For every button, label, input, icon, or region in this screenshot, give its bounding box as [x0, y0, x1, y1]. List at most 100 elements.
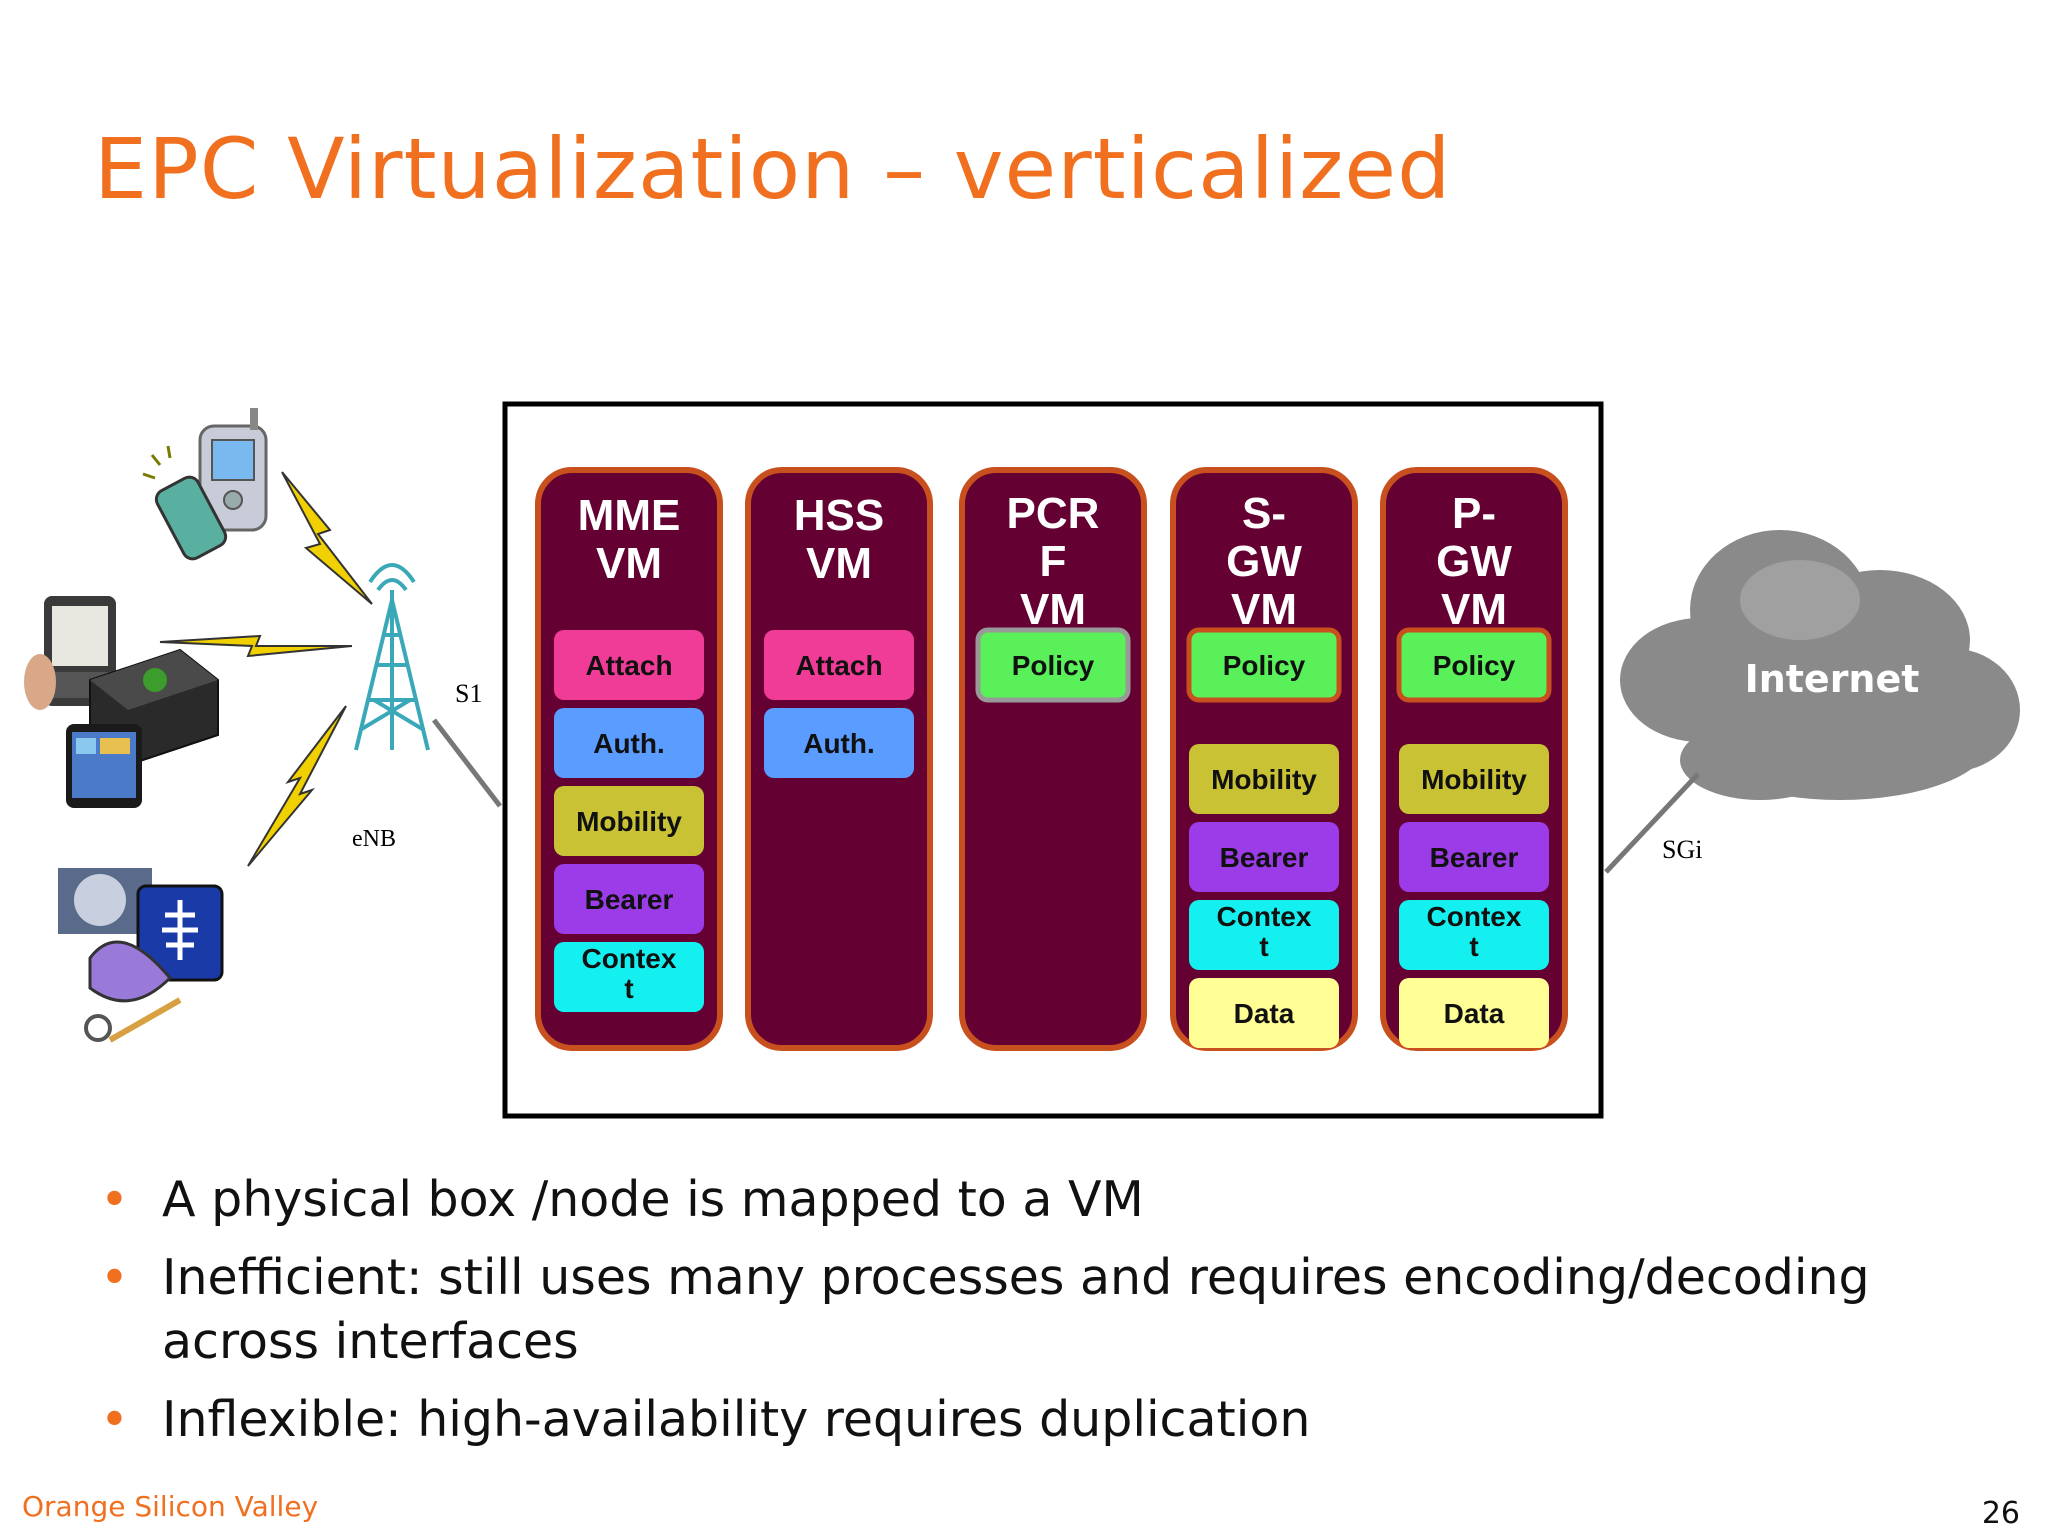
function-box: [554, 786, 704, 856]
function-label: Contex: [1217, 901, 1312, 932]
function-block: Policy: [1396, 627, 1552, 703]
function-label: Contex: [582, 943, 677, 974]
function-label: Policy: [1012, 650, 1095, 681]
function-block: Bearer: [1189, 822, 1339, 892]
function-block: Auth.: [764, 708, 914, 778]
vm-label: MME: [578, 491, 681, 540]
function-block: Data: [1189, 978, 1339, 1048]
function-label: Mobility: [1211, 764, 1317, 795]
tablet-icon: [66, 724, 142, 808]
sgi-interface-line: [1604, 772, 1700, 874]
function-block: Data: [1399, 978, 1549, 1048]
function-box: [764, 630, 914, 700]
function-box: [554, 708, 704, 778]
function-box: [1189, 822, 1339, 892]
function-label: Policy: [1223, 650, 1306, 681]
function-label: Data: [1444, 998, 1505, 1029]
bullet-text: Inflexible: high-availability requires d…: [162, 1391, 1311, 1448]
function-block: Mobility: [1189, 744, 1339, 814]
function-block: Policy: [975, 627, 1131, 703]
function-label: Attach: [585, 650, 672, 681]
function-label: Bearer: [585, 884, 674, 915]
vm-label: GW: [1436, 537, 1512, 586]
vm-columns: MMEVMAttachAuth.MobilityBearerContextHSS…: [535, 467, 1568, 1051]
function-box: [1189, 978, 1339, 1048]
function-box: [1396, 627, 1552, 703]
function-block: Attach: [764, 630, 914, 700]
function-box: [1399, 822, 1549, 892]
enb-label: eNB: [352, 826, 396, 852]
function-block: Mobility: [1399, 744, 1549, 814]
vm-label: F: [1040, 537, 1067, 586]
internet-label: Internet: [1745, 657, 1920, 701]
s1-interface-line: [432, 718, 502, 808]
function-label: Contex: [1427, 901, 1522, 932]
function-box: [1186, 627, 1342, 703]
vm-label: P-: [1452, 489, 1496, 538]
bullet-marker: •: [100, 1391, 129, 1448]
vm-label: HSS: [794, 491, 884, 540]
function-label: t: [1259, 931, 1268, 962]
game-console-icon: [89, 648, 219, 767]
vm-box: [959, 467, 1147, 1051]
function-label: Mobility: [576, 806, 682, 837]
function-block: Mobility: [554, 786, 704, 856]
vm-label: VM: [1441, 585, 1507, 634]
phone-icon: [142, 408, 268, 561]
function-label: t: [1469, 931, 1478, 962]
bullet-item: • A physical box /node is mapped to a VM: [100, 1168, 1960, 1232]
bullet-marker: •: [100, 1249, 129, 1306]
bullet-text: A physical box /node is mapped to a VM: [162, 1171, 1144, 1228]
bullet-list: •A physical box /node is mapped to a VM …: [100, 1168, 1960, 1466]
function-label: Bearer: [1430, 842, 1519, 873]
bullet-text: Inefficient: still uses many processes a…: [162, 1249, 1870, 1370]
function-label: Data: [1234, 998, 1295, 1029]
vm-label: PCR: [1007, 489, 1100, 538]
function-block: Policy: [1186, 627, 1342, 703]
function-box: [1399, 978, 1549, 1048]
function-box: [554, 630, 704, 700]
cloud-icon: [1620, 530, 2020, 800]
slide-title: EPC Virtualization – verticalized: [94, 120, 1452, 218]
bullet-marker: •: [100, 1171, 129, 1228]
vm-label: S-: [1242, 489, 1286, 538]
function-box: [1189, 900, 1339, 970]
vm-label: GW: [1226, 537, 1302, 586]
lightning-icon: [159, 471, 373, 867]
function-block: Bearer: [554, 864, 704, 934]
function-box: [764, 708, 914, 778]
bullet-item: • Inefficient: still uses many processes …: [100, 1246, 1960, 1374]
cell-tower-icon: [354, 563, 430, 751]
function-label: Attach: [795, 650, 882, 681]
vm-label: VM: [1020, 585, 1086, 634]
function-box: [1399, 900, 1549, 970]
function-label: Mobility: [1421, 764, 1527, 795]
footer-brand: Orange Silicon Valley: [22, 1490, 319, 1523]
function-label: Bearer: [1220, 842, 1309, 873]
vm-label: VM: [596, 539, 662, 588]
function-box: [554, 942, 704, 1012]
function-label: Policy: [1433, 650, 1516, 681]
function-label: Auth.: [803, 728, 875, 759]
function-block: Attach: [554, 630, 704, 700]
function-label: Auth.: [593, 728, 665, 759]
function-box: [1189, 744, 1339, 814]
bullet-item: • Inflexible: high-availability requires …: [100, 1388, 1960, 1452]
s1-label: S1: [455, 679, 482, 708]
function-box: [1399, 744, 1549, 814]
function-box: [554, 864, 704, 934]
function-block: Bearer: [1399, 822, 1549, 892]
medical-devices-icon: [58, 868, 224, 1043]
vm-label: VM: [1231, 585, 1297, 634]
function-block: Auth.: [554, 708, 704, 778]
function-label: t: [624, 973, 633, 1004]
function-box: [975, 627, 1131, 703]
